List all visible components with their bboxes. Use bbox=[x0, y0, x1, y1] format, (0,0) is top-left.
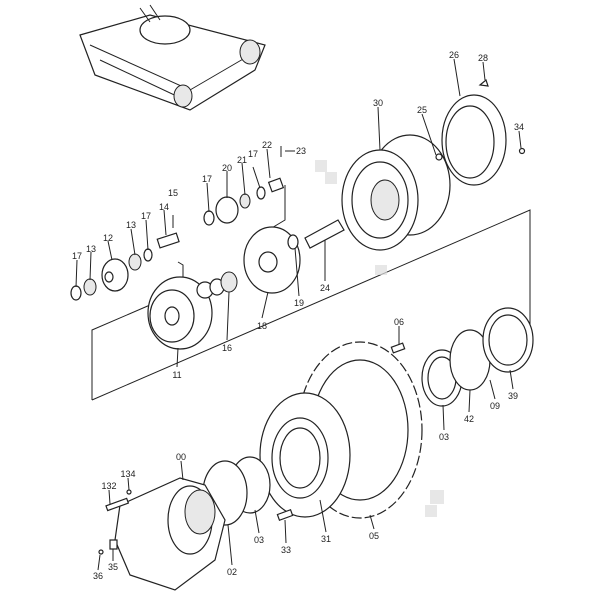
label-06: 06 bbox=[394, 317, 404, 327]
label-21: 21 bbox=[237, 155, 247, 165]
label-03: 03 bbox=[254, 535, 264, 545]
leader-lines bbox=[75, 58, 522, 571]
label-09: 09 bbox=[490, 401, 500, 411]
label-17: 17 bbox=[141, 211, 151, 221]
label-05: 05 bbox=[369, 531, 379, 541]
label-00: 00 bbox=[176, 452, 186, 462]
label-19: 19 bbox=[294, 298, 304, 308]
part-number-labels: 23 22 21 17 20 17 15 14 17 13 12 13 17 1… bbox=[72, 50, 524, 581]
sprocket-parts bbox=[202, 307, 534, 526]
label-22: 22 bbox=[262, 140, 272, 150]
label-31: 31 bbox=[321, 534, 331, 544]
label-13: 13 bbox=[86, 244, 96, 254]
label-28: 28 bbox=[478, 53, 488, 63]
label-134: 134 bbox=[120, 469, 135, 479]
label-35: 35 bbox=[108, 562, 118, 572]
label-17: 17 bbox=[202, 174, 212, 184]
label-30: 30 bbox=[373, 98, 383, 108]
label-13: 13 bbox=[126, 220, 136, 230]
label-34: 34 bbox=[514, 122, 524, 132]
label-02: 02 bbox=[227, 567, 237, 577]
label-20: 20 bbox=[222, 163, 232, 173]
travel-motor bbox=[98, 477, 226, 591]
planetary-parts bbox=[70, 146, 345, 350]
label-12: 12 bbox=[103, 233, 113, 243]
label-15: 15 bbox=[168, 188, 178, 198]
label-23: 23 bbox=[296, 146, 306, 156]
label-39: 39 bbox=[508, 391, 518, 401]
label-26: 26 bbox=[449, 50, 459, 60]
label-33: 33 bbox=[281, 545, 291, 555]
label-17: 17 bbox=[72, 251, 82, 261]
label-18: 18 bbox=[257, 321, 267, 331]
label-132: 132 bbox=[101, 481, 116, 491]
label-14: 14 bbox=[159, 202, 169, 212]
label-17: 17 bbox=[248, 149, 258, 159]
label-11: 11 bbox=[172, 370, 181, 380]
undercarriage-illustration bbox=[79, 4, 266, 111]
label-16: 16 bbox=[222, 343, 232, 353]
label-03: 03 bbox=[439, 432, 449, 442]
label-36: 36 bbox=[93, 571, 103, 581]
assembly-guide-line bbox=[91, 209, 531, 401]
housing-parts bbox=[341, 78, 526, 251]
label-42: 42 bbox=[464, 414, 474, 424]
label-25: 25 bbox=[417, 105, 427, 115]
label-24: 24 bbox=[320, 283, 330, 293]
